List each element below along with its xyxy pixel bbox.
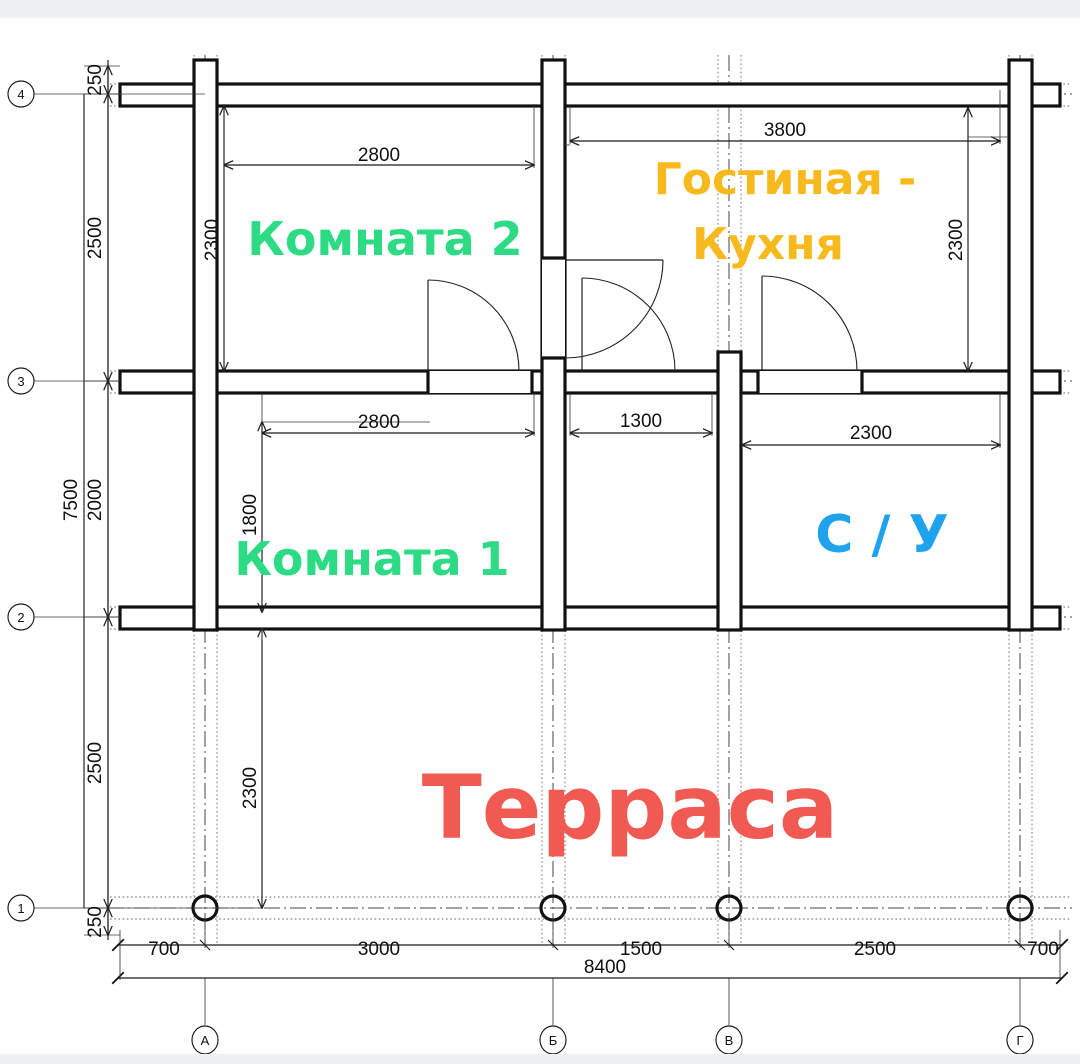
dim-1800-komnata1: 1800	[240, 494, 261, 536]
vertical-axis-bubbles	[191, 1025, 1034, 1055]
door-openings	[426, 256, 864, 393]
axis-label-a: А	[201, 1033, 210, 1048]
axis-label-v: В	[725, 1033, 734, 1048]
room-label-terrasa: Терраса	[422, 756, 839, 859]
dim-bottom-700-right: 700	[1027, 939, 1059, 960]
dim-1300-mid: 1300	[620, 411, 662, 432]
dim-2800-top: 2800	[358, 145, 400, 166]
interior-dimensions	[205, 90, 1008, 908]
horizontal-axis-bubbles	[7, 80, 108, 922]
room-label-komnata-2: Комната 2	[247, 212, 522, 266]
dim-left-250-top: 250	[85, 64, 106, 96]
room-label-sanuzel: С / У	[815, 505, 948, 565]
room-label-gostinaya-line1: Гостиная -	[654, 154, 917, 205]
axis-label-g: Г	[1016, 1033, 1023, 1048]
dim-2300-bath: 2300	[850, 423, 892, 444]
dim-3800-top: 3800	[764, 120, 806, 141]
axis-label-b: Б	[549, 1033, 558, 1048]
room-label-kuhnya-line2: Кухня	[692, 219, 844, 270]
dim-2300-living: 2300	[946, 219, 967, 261]
dim-bottom-1500: 1500	[620, 939, 662, 960]
dim-left-250-bottom: 250	[85, 906, 106, 938]
door-swings	[427, 259, 858, 372]
walls	[118, 58, 1062, 632]
dim-left-2500-lower: 2500	[85, 742, 106, 784]
axis-label-3: 3	[17, 374, 24, 389]
dim-2300-terrace: 2300	[240, 767, 261, 809]
bottom-chrome-bar	[0, 1054, 1080, 1064]
dim-bottom-3000: 3000	[358, 939, 400, 960]
room-label-komnata-1: Комната 1	[234, 532, 509, 586]
axis-label-4: 4	[17, 87, 24, 102]
dim-bottom-700-left: 700	[148, 939, 180, 960]
dim-2800-mid: 2800	[358, 412, 400, 433]
axis-label-2: 2	[17, 610, 24, 625]
dim-left-total-7500: 7500	[61, 479, 82, 521]
dim-left-2000: 2000	[85, 479, 106, 521]
top-chrome-bar	[0, 0, 1080, 18]
dim-left-2500-upper: 2500	[85, 217, 106, 259]
dim-bottom-total-8400: 8400	[584, 957, 626, 978]
dim-2300-komnata2: 2300	[202, 219, 223, 261]
dim-bottom-2500: 2500	[854, 939, 896, 960]
axis-label-1: 1	[17, 901, 24, 916]
bottom-dimension-chain	[111, 918, 1069, 1025]
